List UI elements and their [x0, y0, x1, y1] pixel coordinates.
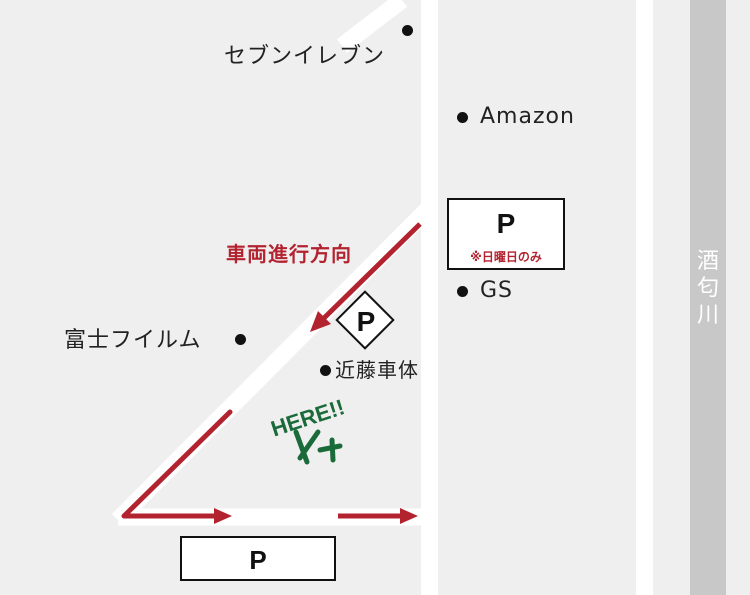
river	[690, 0, 726, 595]
gs-dot	[457, 286, 468, 297]
route-arrowhead-upper	[310, 311, 331, 332]
river-label: 酒 匂 川	[690, 248, 726, 329]
here-glyph-icon	[293, 429, 343, 465]
route-segment-upper	[320, 222, 422, 322]
route-arrowhead-bottom-right	[400, 508, 418, 524]
parking-sunday-note: ※日曜日のみ	[470, 250, 542, 264]
side-road	[636, 0, 653, 595]
route-arrowhead-bottom-left	[214, 508, 232, 524]
parking-lot-bottom-letter: P	[249, 545, 267, 575]
river-char: 酒	[696, 249, 719, 274]
top-diagonal-road	[336, 0, 408, 53]
landmark-kondo-shatai: 近藤車体	[335, 358, 419, 382]
parking-lot-sunday: P ※日曜日のみ	[447, 198, 565, 270]
parking-lot-sunday-letter: P	[496, 208, 516, 239]
parking-diamond: P	[335, 290, 395, 350]
here-marker: HERE!!	[268, 394, 348, 465]
landmark-fuji-film: 富士フイルム	[64, 328, 202, 353]
main-road	[421, 0, 438, 595]
here-label: HERE!!	[268, 394, 348, 441]
landmark-gs: GS	[480, 278, 514, 303]
landmark-amazon: Amazon	[480, 104, 575, 129]
seven-eleven-dot	[402, 25, 413, 36]
river-char: 匂	[696, 276, 719, 301]
direction-label: 車両進行方向	[226, 242, 352, 266]
route-segment-lower	[121, 409, 233, 519]
parking-diamond-letter: P	[357, 306, 376, 337]
landmark-seven-eleven: セブンイレブン	[224, 44, 386, 69]
fuji-film-dot	[235, 334, 246, 345]
kondo-dot	[320, 365, 331, 376]
river-char: 川	[696, 303, 719, 328]
amazon-dot	[457, 112, 468, 123]
parking-lot-bottom: P	[180, 536, 336, 581]
